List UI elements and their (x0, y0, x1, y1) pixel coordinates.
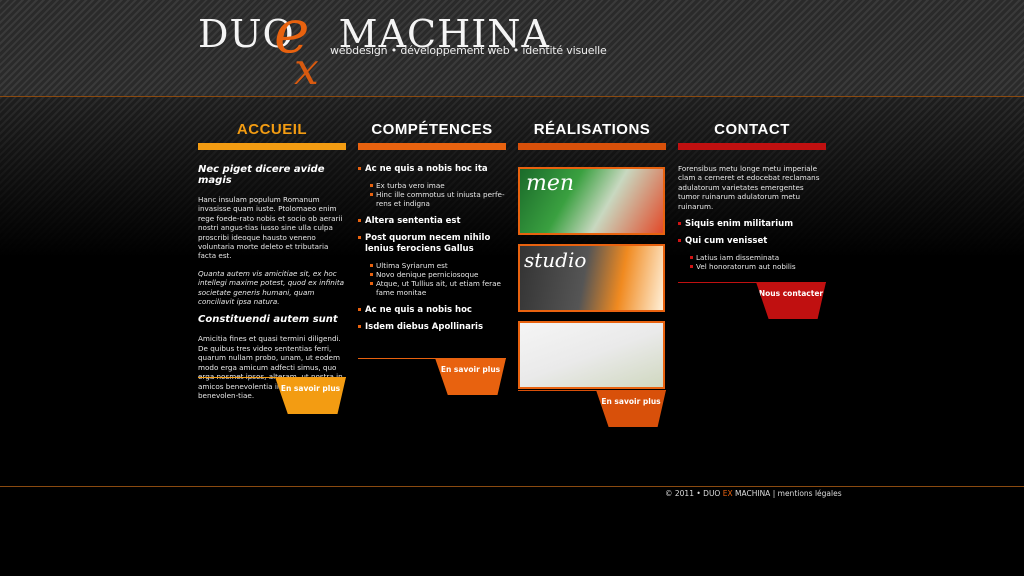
nav-competences[interactable]: COMPÉTENCES (358, 118, 506, 150)
logo-tagline: webdesign • développement web • identité… (330, 44, 607, 57)
competences-item: Post quorum necem nihilo lenius ferocien… (358, 233, 506, 255)
accueil-paragraph-3: Amicitia fines et quasi termini diligend… (198, 334, 343, 400)
contact-sublist: Latius iam disseminata Vel honoratorum a… (678, 253, 826, 271)
competences-divider (358, 358, 506, 359)
thumbnail-text: men (526, 171, 575, 196)
list-item: Vel honoratorum aut nobilis (690, 262, 826, 271)
contact-column: Forensibus metu longe metu imperiale cla… (678, 164, 826, 279)
realisations-divider (518, 390, 666, 391)
footer-machina: MACHINA (735, 489, 771, 498)
competences-sublist: Ex turba vero imae Hinc ille commotus ut… (358, 181, 506, 208)
thumbnail-text: studio (524, 248, 587, 272)
competences-more-button[interactable]: En savoir plus (435, 358, 506, 395)
nav-bar (678, 143, 826, 150)
nav-accueil[interactable]: ACCUEIL (198, 118, 346, 150)
nav-label: COMPÉTENCES (371, 121, 493, 138)
accueil-paragraph-1: Hanc insulam populum Romanum invasisse q… (198, 195, 343, 261)
contact-button[interactable]: Nous contacter (756, 282, 826, 319)
header (0, 0, 1024, 97)
realisations-more-button[interactable]: En savoir plus (596, 390, 666, 427)
nav-bar (198, 143, 346, 150)
contact-divider (678, 282, 826, 283)
competences-item: Altera sententia est (358, 216, 506, 227)
nav-label: ACCUEIL (236, 121, 308, 138)
list-item: Ultima Syriarum est (370, 261, 506, 270)
nav-bar (358, 143, 506, 150)
list-item: Atque, ut Tullius ait, ut etiam ferae fa… (370, 279, 506, 297)
competences-column: Ac ne quis a nobis hoc ita Ex turba vero… (358, 164, 506, 339)
list-item: Novo denique perniciosoque (370, 270, 506, 279)
list-item: Hinc ille commotus ut iniusta perfe-rens… (370, 190, 506, 208)
footer-legal-link[interactable]: mentions légales (777, 489, 842, 498)
logo-ex-mark: e (274, 0, 310, 67)
accueil-column: Nec piget dicere avide magis Hanc insula… (198, 164, 346, 408)
footer-copyright: © 2011 • DUO (665, 489, 721, 498)
accueil-more-button[interactable]: En savoir plus (275, 377, 346, 414)
list-item: Ex turba vero imae (370, 181, 506, 190)
accueil-divider (198, 377, 346, 378)
background-band (0, 97, 1024, 257)
footer-ex: EX (722, 489, 733, 498)
realisation-thumbnail-3[interactable] (518, 321, 665, 389)
accueil-paragraph-2: Quanta autem vis amicitiae sit, ex hoc i… (198, 268, 345, 307)
competences-item: Ac ne quis a nobis hoc (358, 305, 506, 316)
list-item: Latius iam disseminata (690, 253, 826, 262)
nav-contact[interactable]: CONTACT (678, 118, 826, 150)
competences-sublist: Ultima Syriarum est Novo denique pernici… (358, 261, 506, 297)
nav-bar (518, 143, 666, 150)
footer-separator: | (772, 489, 776, 498)
nav-label: CONTACT (714, 121, 790, 138)
accueil-heading-1: Nec piget dicere avide magis (198, 164, 325, 186)
contact-paragraph: Forensibus metu longe metu imperiale cla… (678, 164, 820, 211)
contact-item: Siquis enim militarium (678, 219, 826, 230)
footer: © 2011 • DUO EX MACHINA | mentions légal… (665, 489, 842, 498)
competences-item: Isdem diebus Apollinaris (358, 322, 506, 333)
competences-item: Ac ne quis a nobis hoc ita (358, 164, 506, 175)
footer-divider (0, 486, 1024, 487)
logo-ex-mark-2: x (294, 44, 319, 95)
accueil-heading-2: Constituendi autem sunt (198, 314, 338, 326)
realisation-thumbnail-2[interactable]: studio (518, 244, 665, 312)
contact-item: Qui cum venisset (678, 236, 826, 247)
nav-label: RÉALISATIONS (533, 121, 651, 138)
realisation-thumbnail-1[interactable]: men (518, 167, 665, 235)
nav-realisations[interactable]: RÉALISATIONS (518, 118, 666, 150)
